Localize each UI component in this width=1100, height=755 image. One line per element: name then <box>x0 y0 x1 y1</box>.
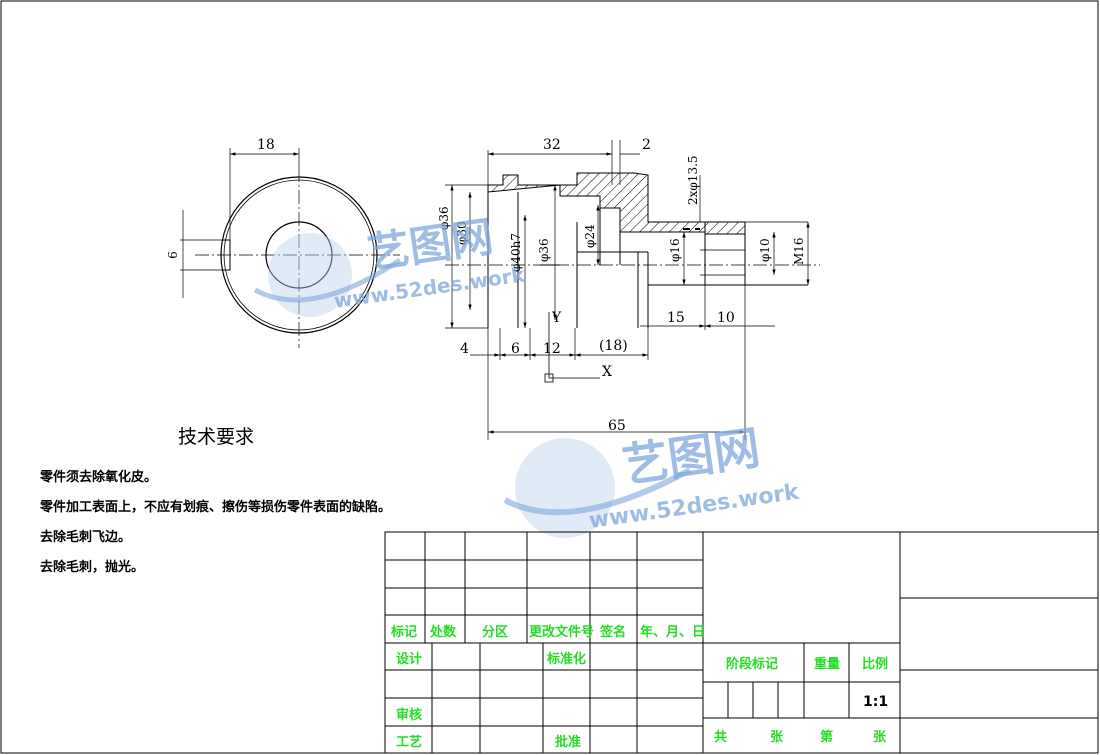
tb-zhang2: 张 <box>873 730 887 745</box>
stub-hatch <box>704 221 746 235</box>
tb-sheji: 设计 <box>396 651 422 667</box>
tb-zhang1: 张 <box>770 730 784 745</box>
dim-d24: φ24 <box>583 224 597 248</box>
tb-biaoji: 标记 <box>390 624 417 640</box>
watermark-2: 艺图网 www.52des.work <box>503 420 802 538</box>
tb-gongyi: 工艺 <box>396 734 422 750</box>
dim-2: 2 <box>642 137 651 153</box>
dim-d36-outer: φ36 <box>437 206 451 230</box>
section-view <box>445 140 820 440</box>
upper-wall-hatch <box>487 172 706 233</box>
note-line-2: 零件加工表面上，不应有划痕、擦伤等损伤零件表面的缺陷。 <box>39 499 391 515</box>
dim-4: 4 <box>460 341 469 357</box>
dim-d10: φ10 <box>758 238 772 262</box>
dim-d36-inner: φ36 <box>537 238 551 262</box>
keyway-slot <box>222 239 231 271</box>
ucs-origin <box>544 373 554 383</box>
tb-bili: 比例 <box>862 656 888 672</box>
tb-gaihao: 更改文件号 <box>529 624 594 640</box>
note-line-3: 去除毛刺飞边。 <box>40 529 131 545</box>
ucs-y-label: Y <box>551 310 562 326</box>
dim-holes: 2xφ13.5 <box>686 155 700 205</box>
watermark-url-2: www.52des.work <box>587 480 801 534</box>
dim-d40h7: φ40h7 <box>509 233 523 272</box>
end-view <box>180 148 400 348</box>
tb-fenqu: 分区 <box>482 624 508 640</box>
tb-biaozhunhua: 标准化 <box>546 651 586 667</box>
dim-15: 15 <box>667 310 685 326</box>
ucs-x-label: X <box>602 364 612 380</box>
dim-m16: M16 <box>792 237 806 265</box>
dim-10-bottom: 10 <box>717 310 735 326</box>
tb-jieduan: 阶段标记 <box>726 656 778 672</box>
tb-shenhe: 审核 <box>396 707 422 723</box>
dim-6-bottom: 6 <box>511 341 520 357</box>
tb-scale: 1:1 <box>863 694 888 710</box>
watermark-url-1: www.52des.work <box>332 262 527 313</box>
tb-date: 年、月、日 <box>640 624 705 640</box>
dim-6: 6 <box>166 251 180 259</box>
tb-di: 第 <box>820 729 833 745</box>
tb-chushu: 处数 <box>429 624 457 640</box>
tb-pizhun: 批准 <box>555 734 581 750</box>
dim-12: 12 <box>543 341 561 357</box>
dim-18: 18 <box>257 137 275 153</box>
dim-65: 65 <box>608 418 626 434</box>
dim-d16: φ16 <box>668 238 682 262</box>
dim-d30: φ30 <box>455 221 469 245</box>
watermark-1: 艺图网 www.52des.work <box>253 212 527 317</box>
tb-gong: 共 <box>714 729 727 745</box>
notes-title: 技术要求 <box>178 426 254 448</box>
dim-18-ref: (18) <box>599 338 628 354</box>
tb-zhongliang: 重量 <box>814 656 840 672</box>
dim-32: 32 <box>543 137 561 153</box>
note-line-4: 去除毛刺，抛光。 <box>40 559 144 575</box>
title-block-grid <box>384 531 1099 754</box>
note-line-1: 零件须去除氧化皮。 <box>39 469 157 485</box>
watermark-brand-2: 艺图网 <box>619 420 763 493</box>
tb-qianming: 签名 <box>599 624 626 640</box>
